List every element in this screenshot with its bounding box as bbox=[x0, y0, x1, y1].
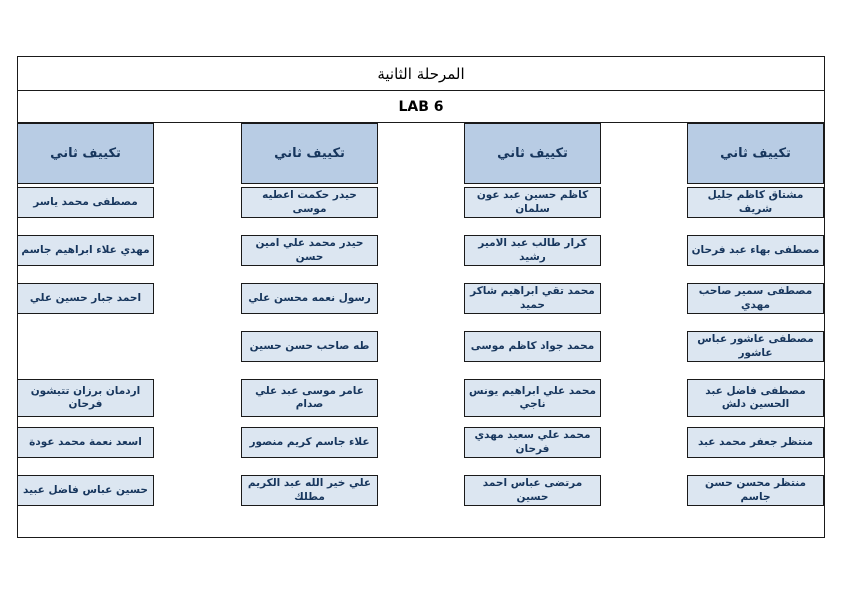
table-row: حيدر محمد علي امين حسن bbox=[241, 235, 378, 266]
roster-grid: تكييف ثاني مشتاق كاظم جليل شريف مصطفى به… bbox=[17, 123, 824, 537]
table-row: طه صاحب حسن حسين bbox=[241, 331, 378, 362]
table-row: محمد علي سعيد مهدي فرحان bbox=[464, 427, 601, 458]
table-subtitle-row: LAB 6 bbox=[18, 91, 824, 123]
roster-column-3: تكييف ثاني حيدر حكمت اعطيه موسى حيدر محم… bbox=[241, 123, 378, 523]
table-row: مصطفى فاضل عبد الحسين دلش bbox=[687, 379, 824, 417]
table-row: مصطفى سمير صاحب مهدي bbox=[687, 283, 824, 314]
column-header-2: تكييف ثاني bbox=[464, 123, 601, 184]
table-row: محمد علي ابراهيم يونس ناجي bbox=[464, 379, 601, 417]
table-row: مهدي علاء ابراهيم جاسم bbox=[17, 235, 154, 266]
table-row: مصطفى بهاء عبد فرحان bbox=[687, 235, 824, 266]
table-row: حيدر حكمت اعطيه موسى bbox=[241, 187, 378, 218]
table-row: كرار طالب عبد الامير رشيد bbox=[464, 235, 601, 266]
column-gap-2 bbox=[378, 123, 464, 523]
table-row: كاظم حسين عبد عون سلمان bbox=[464, 187, 601, 218]
table-row: مشتاق كاظم جليل شريف bbox=[687, 187, 824, 218]
table-row: رسول نعمه محسن علي bbox=[241, 283, 378, 314]
column-header-3: تكييف ثاني bbox=[241, 123, 378, 184]
table-row: عامر موسى عبد علي صدام bbox=[241, 379, 378, 417]
column-gap-3 bbox=[154, 123, 241, 523]
roster-column-4: تكييف ثاني مصطفى محمد ياسر مهدي علاء ابر… bbox=[17, 123, 154, 523]
column-header-1: تكييف ثاني bbox=[687, 123, 824, 184]
page-title: المرحلة الثانية bbox=[377, 64, 465, 83]
table-row: مرتضى عباس احمد حسين bbox=[464, 475, 601, 506]
column-gap-1 bbox=[601, 123, 687, 523]
table-row: علي خير الله عبد الكريم مطلك bbox=[241, 475, 378, 506]
lab-label: LAB 6 bbox=[398, 98, 444, 115]
table-row: محمد جواد كاظم موسى bbox=[464, 331, 601, 362]
table-row: محمد تقي ابراهيم شاكر حميد bbox=[464, 283, 601, 314]
roster-table: المرحلة الثانية LAB 6 تكييف ثاني مشتاق ك… bbox=[17, 56, 825, 538]
column-header-4: تكييف ثاني bbox=[17, 123, 154, 184]
table-row: مصطفى عاشور عباس عاشور bbox=[687, 331, 824, 362]
table-row: منتظر محسن حسن جاسم bbox=[687, 475, 824, 506]
roster-column-1: تكييف ثاني مشتاق كاظم جليل شريف مصطفى به… bbox=[687, 123, 824, 523]
table-row: احمد جبار حسين علي bbox=[17, 283, 154, 314]
roster-column-2: تكييف ثاني كاظم حسين عبد عون سلمان كرار … bbox=[464, 123, 601, 523]
table-row-empty bbox=[17, 331, 154, 362]
table-row: حسين عباس فاضل عبيد bbox=[17, 475, 154, 506]
table-row: مصطفى محمد ياسر bbox=[17, 187, 154, 218]
table-row: اسعد نعمة محمد عودة bbox=[17, 427, 154, 458]
table-title-row: المرحلة الثانية bbox=[18, 57, 824, 91]
table-row: منتظر جعفر محمد عبد bbox=[687, 427, 824, 458]
table-row: علاء جاسم كريم منصور bbox=[241, 427, 378, 458]
table-row: اردمان برزان تتيشون فرحان bbox=[17, 379, 154, 417]
